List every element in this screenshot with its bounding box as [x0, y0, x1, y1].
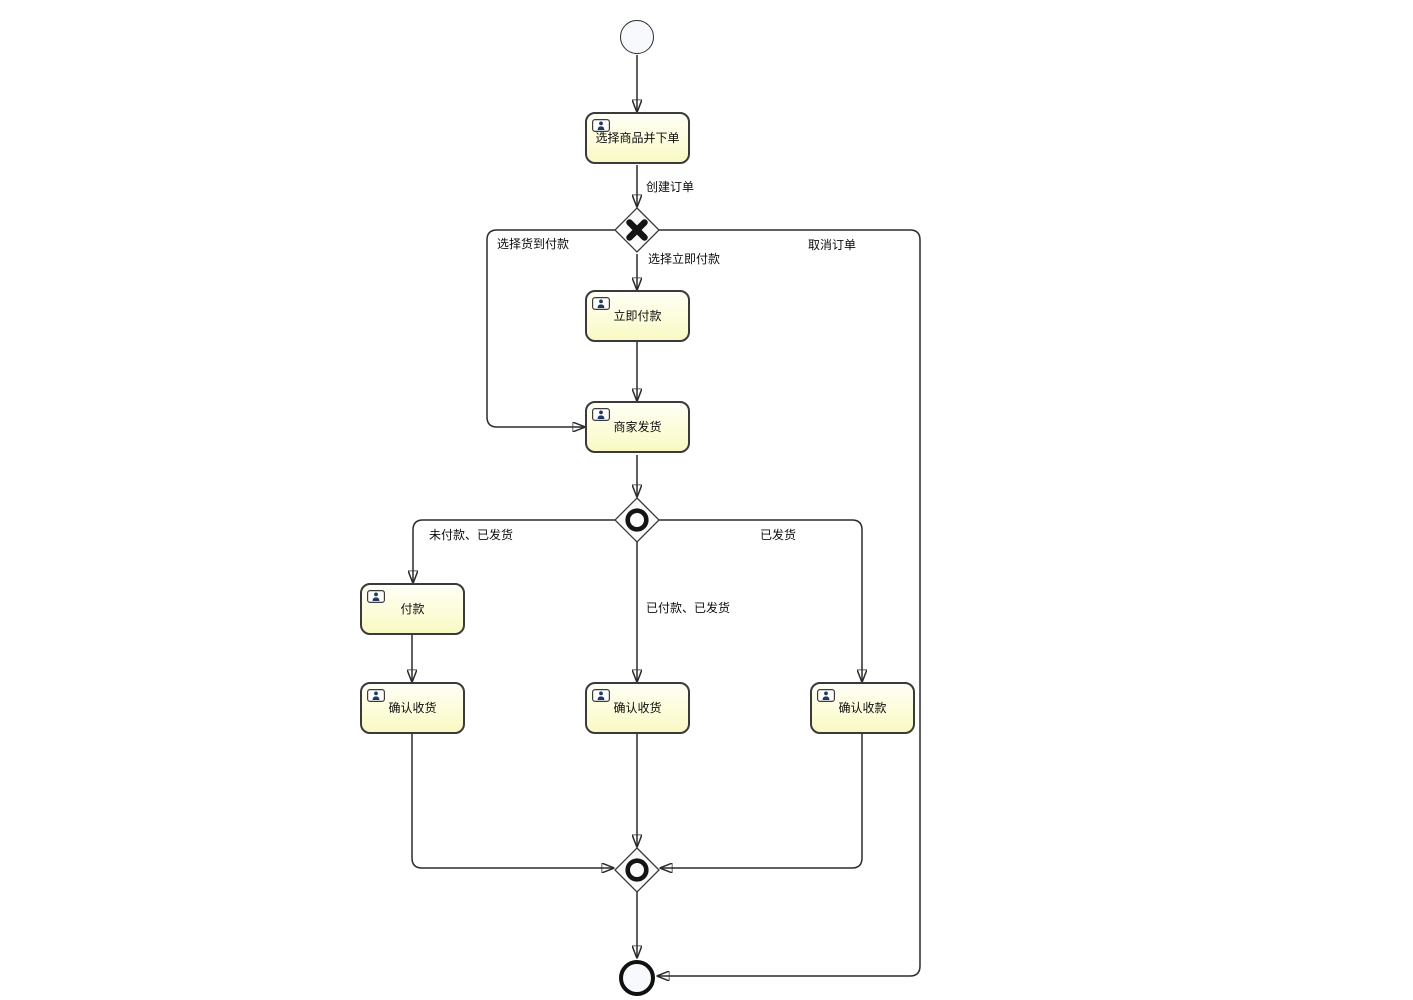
circle-marker-icon: [625, 858, 649, 882]
inclusive-gateway-join[interactable]: [613, 846, 661, 894]
start-event[interactable]: [620, 20, 654, 54]
user-icon: [817, 689, 835, 702]
task-label: 选择商品并下单: [595, 131, 680, 145]
edge-label-choose-cod: 选择货到付款: [497, 237, 570, 251]
edge-label-create-order: 创建订单: [646, 180, 695, 194]
edge-choose-cod: [486, 229, 615, 427]
end-event[interactable]: [619, 960, 655, 996]
circle-marker-icon: [625, 508, 649, 532]
edge-confirm-payment-to-join: [660, 733, 863, 868]
edge-label-shipped: 已发货: [760, 528, 797, 542]
task-label: 确认收货: [388, 701, 437, 715]
user-icon: [367, 590, 385, 603]
task-label: 商家发货: [613, 420, 662, 434]
task-confirm-receipt-left[interactable]: 确认收货: [360, 682, 465, 734]
edge-unpaid-shipped: [413, 519, 615, 583]
exclusive-gateway[interactable]: [613, 206, 661, 254]
edge-cancel-order: [657, 229, 921, 976]
edge-label-paid-shipped: 已付款、已发货: [646, 601, 731, 615]
task-pay[interactable]: 付款: [360, 583, 465, 635]
task-label: 确认收货: [613, 701, 662, 715]
user-icon: [592, 297, 610, 310]
edge-label-unpaid-shipped: 未付款、已发货: [429, 528, 514, 542]
inclusive-gateway-split[interactable]: [613, 496, 661, 544]
task-confirm-receipt-center[interactable]: 确认收货: [585, 682, 690, 734]
task-label: 付款: [400, 602, 425, 616]
task-confirm-payment[interactable]: 确认收款: [810, 682, 915, 734]
user-icon: [592, 408, 610, 421]
task-select-product[interactable]: 选择商品并下单: [585, 112, 690, 164]
task-pay-now[interactable]: 立即付款: [585, 290, 690, 342]
edge-label-cancel-order: 取消订单: [808, 238, 857, 252]
task-label: 确认收款: [838, 701, 887, 715]
task-merchant-ship[interactable]: 商家发货: [585, 401, 690, 453]
user-icon: [592, 689, 610, 702]
task-label: 立即付款: [613, 309, 662, 323]
edge-label-choose-pay-now: 选择立即付款: [648, 252, 721, 266]
user-icon: [367, 689, 385, 702]
edge-shipped: [659, 519, 862, 682]
edge-confirm-receipt-left-to-join: [411, 733, 614, 868]
x-marker-icon: [626, 219, 648, 241]
user-icon: [592, 119, 610, 132]
